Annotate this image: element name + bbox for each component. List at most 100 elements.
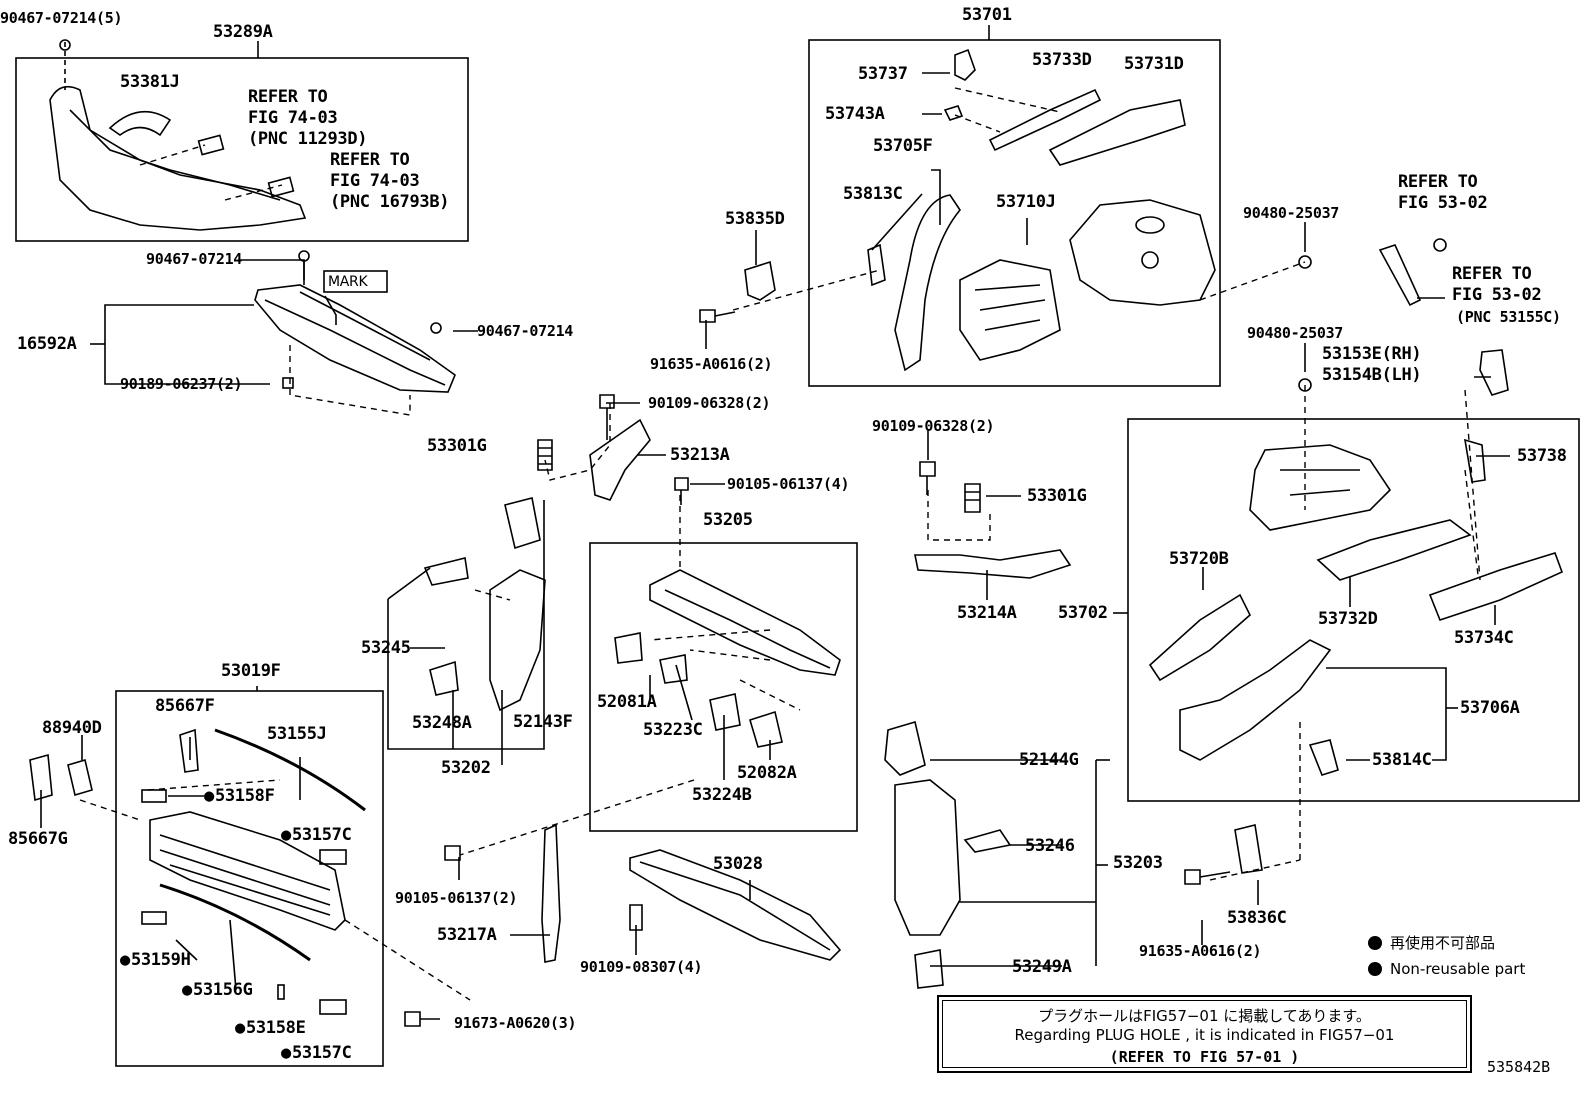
label-53217A[interactable]: 53217A — [437, 925, 497, 945]
label-52081A[interactable]: 52081A — [597, 692, 657, 712]
label-53301G-a[interactable]: 53301G — [427, 436, 487, 456]
label-53733D[interactable]: 53733D — [1032, 50, 1092, 70]
refer-4-line2[interactable]: FIG 53-02 — [1452, 285, 1542, 305]
label-90189-06237[interactable]: 90189-06237(2) — [120, 375, 243, 393]
bolt-91673 — [404, 1011, 440, 1027]
label-88940D[interactable]: 88940D — [42, 718, 102, 738]
label-52082A[interactable]: 52082A — [737, 763, 797, 783]
label-85667G[interactable]: 85667G — [8, 829, 68, 849]
label-90467-07214-c[interactable]: 90467-07214 — [477, 322, 574, 340]
label-91635-A0616-b[interactable]: 91635-A0616(2) — [1139, 942, 1262, 960]
label-90467-07214-b[interactable]: 90467-07214 — [146, 250, 243, 268]
refer-2-line2[interactable]: FIG 74-03 — [330, 171, 420, 191]
label-53702[interactable]: 53702 — [1058, 603, 1108, 623]
label-53249A[interactable]: 53249A — [1012, 957, 1072, 977]
label-91673-A0620[interactable]: 91673-A0620(3) — [454, 1014, 577, 1032]
non-reusable-bullet-icon — [1368, 962, 1382, 976]
part-53217A — [541, 823, 561, 963]
label-53737[interactable]: 53737 — [858, 64, 908, 84]
label-53720B[interactable]: 53720B — [1169, 549, 1229, 569]
label-90105-06137-b[interactable]: 90105-06137(2) — [395, 889, 518, 907]
label-53202[interactable]: 53202 — [441, 758, 491, 778]
legend-row-jp: 再使用不可部品 — [1368, 930, 1525, 956]
label-53154B[interactable]: 53154B(LH) — [1322, 365, 1422, 385]
part-53732D — [1316, 519, 1472, 581]
label-53743A[interactable]: 53743A — [825, 104, 885, 124]
legend-en-text: Non-reusable part — [1390, 960, 1526, 978]
note-refer[interactable]: (REFER TO FIG 57-01 ) — [1109, 1048, 1300, 1066]
label-53157C-a[interactable]: 53157C — [281, 825, 352, 845]
label-53203[interactable]: 53203 — [1113, 853, 1163, 873]
label-53381J[interactable]: 53381J — [120, 72, 180, 92]
part-53158F — [141, 789, 167, 803]
refer-1-line2[interactable]: FIG 74-03 — [248, 108, 338, 128]
label-53019F[interactable]: 53019F — [221, 661, 281, 681]
refer-4-line1: REFER TO — [1452, 264, 1532, 284]
part-53158E — [277, 984, 285, 1000]
refer-3-line2[interactable]: FIG 53-02 — [1398, 193, 1488, 213]
label-90480-25037-a[interactable]: 90480-25037 — [1243, 204, 1340, 222]
mark-box — [323, 270, 388, 293]
label-53734C[interactable]: 53734C — [1454, 628, 1514, 648]
label-53157C-b[interactable]: 53157C — [281, 1043, 352, 1063]
label-53813C[interactable]: 53813C — [843, 184, 903, 204]
label-53701[interactable]: 53701 — [962, 5, 1012, 25]
label-91635-A0616-a[interactable]: 91635-A0616(2) — [650, 355, 773, 373]
bolt-91635b — [1184, 869, 1231, 885]
part-sheet-1 — [197, 134, 225, 156]
label-53205[interactable]: 53205 — [703, 510, 753, 530]
label-90467-07214-5[interactable]: 90467-07214(5) — [0, 9, 123, 27]
label-53835D[interactable]: 53835D — [725, 209, 785, 229]
label-53732D[interactable]: 53732D — [1318, 609, 1378, 629]
label-85667F[interactable]: 85667F — [155, 696, 215, 716]
label-90109-08307[interactable]: 90109-08307(4) — [580, 958, 703, 976]
group-box-53702 — [1127, 418, 1580, 802]
part-53381J — [108, 110, 172, 137]
label-52143F[interactable]: 52143F — [513, 712, 573, 732]
label-53158F[interactable]: 53158F — [204, 786, 275, 806]
label-53705F[interactable]: 53705F — [873, 136, 933, 156]
part-53153E — [1479, 349, 1509, 396]
part-53702-apron — [1249, 444, 1392, 531]
label-53153E[interactable]: 53153E(RH) — [1322, 344, 1422, 364]
label-53245[interactable]: 53245 — [361, 638, 411, 658]
refer-2-line1: REFER TO — [330, 150, 410, 170]
label-53836C[interactable]: 53836C — [1227, 908, 1287, 928]
part-53738 — [1464, 438, 1486, 483]
label-53710J[interactable]: 53710J — [996, 192, 1056, 212]
part-53720B — [1148, 593, 1251, 682]
label-53731D[interactable]: 53731D — [1124, 54, 1184, 74]
spring-53301Ga — [537, 439, 553, 471]
label-53301G-b[interactable]: 53301G — [1027, 486, 1087, 506]
note-en: Regarding PLUG HOLE , it is indicated in… — [1014, 1026, 1395, 1044]
part-53157C-a — [319, 849, 347, 865]
part-53814C — [1308, 739, 1339, 776]
label-53706A[interactable]: 53706A — [1460, 698, 1520, 718]
label-90480-25037-b[interactable]: 90480-25037 — [1247, 324, 1344, 342]
label-53223C[interactable]: 53223C — [643, 720, 703, 740]
label-53738[interactable]: 53738 — [1517, 446, 1567, 466]
label-53289A[interactable]: 53289A — [213, 22, 273, 42]
note-inner-border: プラグホールはFIG57−01 に掲載してあります。 Regarding PLU… — [942, 1000, 1467, 1068]
bolt-91635a — [699, 309, 736, 323]
label-53814C[interactable]: 53814C — [1372, 750, 1432, 770]
label-53214A[interactable]: 53214A — [957, 603, 1017, 623]
label-53224B[interactable]: 53224B — [692, 785, 752, 805]
label-53213A[interactable]: 53213A — [670, 445, 730, 465]
label-53158E[interactable]: 53158E — [235, 1018, 306, 1038]
label-53248A[interactable]: 53248A — [412, 713, 472, 733]
label-53028[interactable]: 53028 — [713, 854, 763, 874]
label-53246[interactable]: 53246 — [1025, 836, 1075, 856]
label-90109-06328-a[interactable]: 90109-06328(2) — [648, 394, 771, 412]
label-16592A[interactable]: 16592A — [17, 334, 77, 354]
bolt-90109b — [919, 461, 936, 495]
label-90105-06137-a[interactable]: 90105-06137(4) — [727, 475, 850, 493]
label-90109-06328-b[interactable]: 90109-06328(2) — [872, 417, 995, 435]
plug-hole-note: プラグホールはFIG57−01 に掲載してあります。 Regarding PLU… — [937, 995, 1472, 1073]
label-53155J[interactable]: 53155J — [267, 724, 327, 744]
part-53737 — [954, 48, 976, 81]
label-52144G[interactable]: 52144G — [1019, 750, 1079, 770]
part-53028 — [629, 849, 842, 961]
label-53156G[interactable]: 53156G — [182, 980, 253, 1000]
label-53159H[interactable]: 53159H — [120, 950, 191, 970]
